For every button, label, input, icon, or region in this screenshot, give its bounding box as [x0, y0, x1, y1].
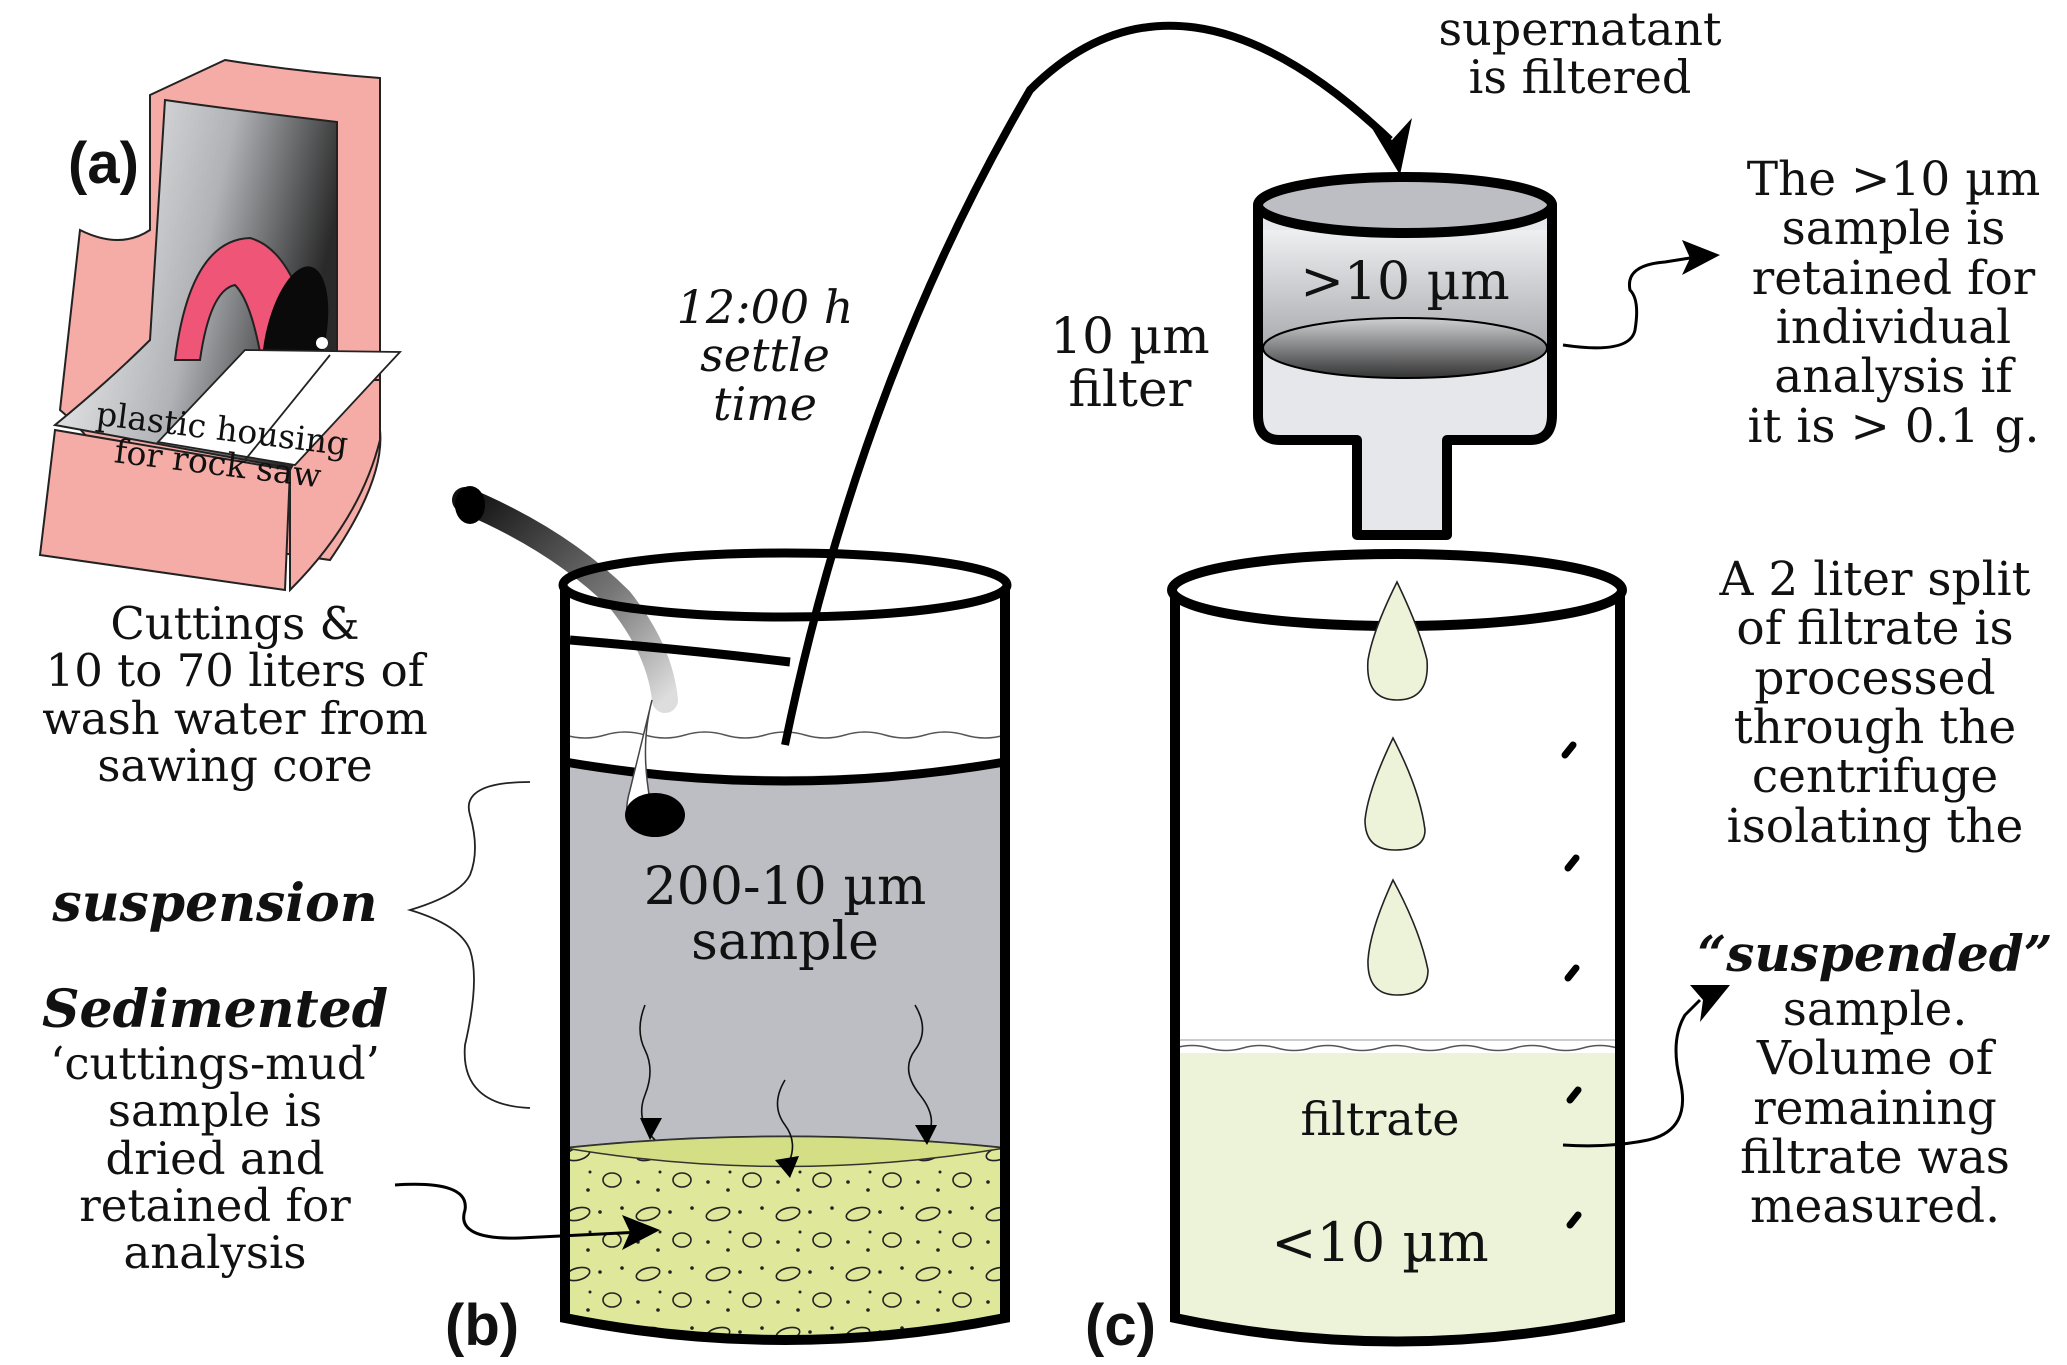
drop-2: [1364, 736, 1426, 851]
rock-saw-housing: [38, 58, 678, 713]
suspension-label: suspension: [52, 873, 378, 934]
filtrate-size-label: <10 µm: [1271, 1211, 1489, 1274]
sedimented-label: Sedimented: [41, 979, 389, 1040]
centrifuge-note: A 2 liter split of filtrate is processed…: [1719, 552, 2031, 854]
drop-1: [1366, 580, 1429, 701]
beaker-b: [558, 548, 1012, 1345]
panel-label-a: (a): [68, 131, 139, 196]
wash-water-note: Cuttings & 10 to 70 liters of wash water…: [42, 597, 428, 792]
beaker-c: [1167, 549, 1627, 1347]
filtrate-label: filtrate: [1300, 1092, 1460, 1146]
panel-label-c: (c): [1085, 1293, 1156, 1358]
sediment-arrow: [394, 1182, 641, 1240]
suspended-label: “suspended”: [1697, 924, 2053, 983]
filter-label: 10 µm filter: [1050, 307, 1210, 418]
filtrate-arrow: [1562, 998, 1702, 1148]
beaker-b-sample-label: 200-10 µm sample: [643, 857, 927, 972]
supernatant-arrow: [781, 21, 1393, 746]
panel-label-b: (b): [445, 1293, 520, 1358]
retained-note: The >10 µm sample is retained for indivi…: [1746, 152, 2041, 454]
settle-arrow-b3: [907, 1004, 933, 1141]
settle-arrow-b2: [776, 1079, 794, 1171]
settle-time-label: 12:00 h settle time: [676, 280, 854, 431]
volume-note: sample. Volume of remaining filtrate was…: [1740, 982, 2010, 1235]
cuttings-mud-note: ‘cuttings-mud’ sample is dried and retai…: [50, 1037, 380, 1279]
filter-funnel: [1253, 172, 1557, 540]
supernatant-label: supernatant is filtered: [1438, 2, 1722, 105]
drop-3: [1367, 878, 1429, 996]
suspension-brace: [406, 781, 531, 1109]
retained-arrow: [1562, 256, 1691, 350]
filter-retained-size-label: >10 µm: [1300, 252, 1510, 312]
graduation-marks: [1561, 741, 1582, 1229]
